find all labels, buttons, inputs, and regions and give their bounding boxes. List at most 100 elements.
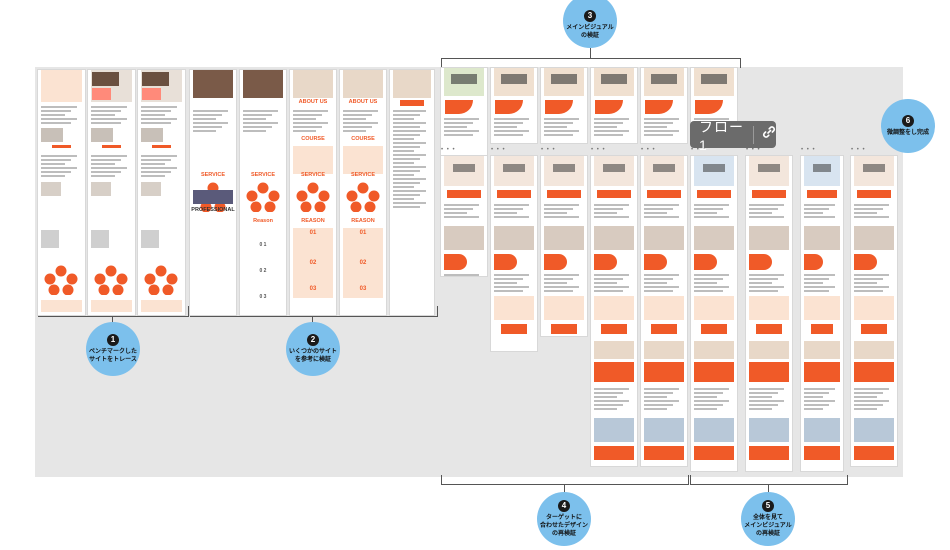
mock-block: [644, 274, 679, 276]
circles-diagram: [296, 182, 330, 212]
mock-block: [854, 296, 894, 320]
frame-menu-dots[interactable]: • • •: [746, 147, 761, 153]
mock-block: [594, 226, 634, 250]
frame-g2-5: [390, 70, 434, 315]
mock-block: [597, 190, 631, 198]
mock-block: [854, 212, 877, 214]
mock-block: [445, 100, 473, 114]
frame-flow-2: [491, 156, 537, 351]
mock-block: [141, 114, 165, 116]
mock-block: [694, 408, 717, 410]
mock-block: [243, 118, 266, 120]
mock-block: [41, 128, 63, 142]
mock-block: [343, 146, 383, 174]
frame-menu-dots[interactable]: • • •: [691, 147, 706, 153]
mock-block: [393, 186, 414, 188]
mock-block: [193, 122, 228, 124]
mock-block: [41, 171, 71, 173]
mock-block: [141, 175, 165, 177]
mock-block: [694, 204, 729, 206]
about-us-heading: ABOUT US: [298, 99, 328, 105]
mock-block: [494, 212, 517, 214]
professional-label: PROFESSIONAL: [191, 207, 235, 213]
mock-block: [400, 100, 424, 106]
mock-block: [193, 190, 233, 204]
mock-block: [553, 164, 575, 172]
frame-menu-dots[interactable]: • • •: [641, 147, 656, 153]
mock-block: [804, 396, 823, 398]
number-01: 01: [359, 230, 367, 236]
reason-heading: Reason: [253, 218, 273, 224]
mock-block: [854, 208, 883, 210]
mock-block: [544, 290, 573, 292]
mock-block: [594, 341, 634, 359]
frame-menu-dots[interactable]: • • •: [441, 147, 456, 153]
mock-block: [645, 100, 673, 114]
mock-block: [393, 114, 420, 116]
frame-menu-dots[interactable]: • • •: [801, 147, 816, 153]
mock-block: [595, 100, 623, 114]
mock-block: [804, 404, 829, 406]
frame-menu-dots[interactable]: • • •: [491, 147, 506, 153]
reason-heading: REASON: [351, 218, 375, 224]
mock-block: [91, 171, 121, 173]
mock-block: [501, 74, 527, 84]
mock-block: [804, 204, 835, 206]
mock-block: [544, 274, 579, 276]
mock-block: [91, 114, 115, 116]
mock-block: [644, 388, 679, 390]
mock-block: [91, 128, 113, 142]
mock-block: [41, 163, 65, 165]
mock-block: [594, 282, 617, 284]
mock-block: [444, 204, 479, 206]
link-icon[interactable]: [762, 125, 776, 144]
circles-diagram: [346, 182, 380, 212]
mock-block: [393, 138, 414, 140]
mock-block: [861, 324, 887, 334]
annotation-text: 全体を見て: [752, 515, 783, 521]
mock-block: [141, 159, 171, 161]
mock-block: [494, 130, 529, 132]
mock-block: [749, 204, 784, 206]
mock-block: [694, 290, 723, 292]
circles-diagram: [246, 182, 280, 212]
annotation-text: ターゲットに: [545, 515, 582, 521]
mock-block: [644, 408, 667, 410]
mock-block: [544, 204, 579, 206]
mock-block: [807, 190, 837, 198]
frame-flow-3: [541, 156, 587, 336]
annotation-text: 合わせたデザイン: [539, 523, 588, 529]
frame-flow-1: [441, 156, 487, 276]
reason-heading: REASON: [301, 218, 325, 224]
mock-block: [91, 159, 121, 161]
frame-menu-dots[interactable]: • • •: [851, 147, 866, 153]
mock-block: [393, 154, 426, 156]
mock-block: [544, 286, 579, 288]
mock-block: [694, 446, 734, 460]
mock-block: [142, 72, 169, 86]
mock-block: [644, 296, 684, 320]
frame-menu-dots[interactable]: • • •: [591, 147, 606, 153]
mock-block: [804, 226, 840, 250]
mock-block: [497, 190, 531, 198]
mock-block: [494, 118, 529, 120]
frame-flow-7: [746, 156, 792, 471]
mock-block: [444, 208, 473, 210]
mock-block: [444, 118, 479, 120]
mock-block: [749, 208, 778, 210]
mock-block: [749, 278, 778, 280]
mock-block: [804, 388, 835, 390]
mock-block: [444, 122, 473, 124]
mock-block: [41, 106, 77, 108]
frame-menu-dots[interactable]: • • •: [541, 147, 556, 153]
mock-block: [749, 396, 772, 398]
mock-block: [444, 274, 479, 276]
mock-block: [644, 418, 684, 442]
mock-block: [854, 400, 889, 402]
flow-badge[interactable]: フロー1: [690, 119, 776, 153]
mock-block: [52, 145, 71, 148]
mock-block: [447, 190, 481, 198]
mock-block: [854, 278, 883, 280]
mock-block: [594, 400, 629, 402]
mock-block: [243, 70, 283, 98]
